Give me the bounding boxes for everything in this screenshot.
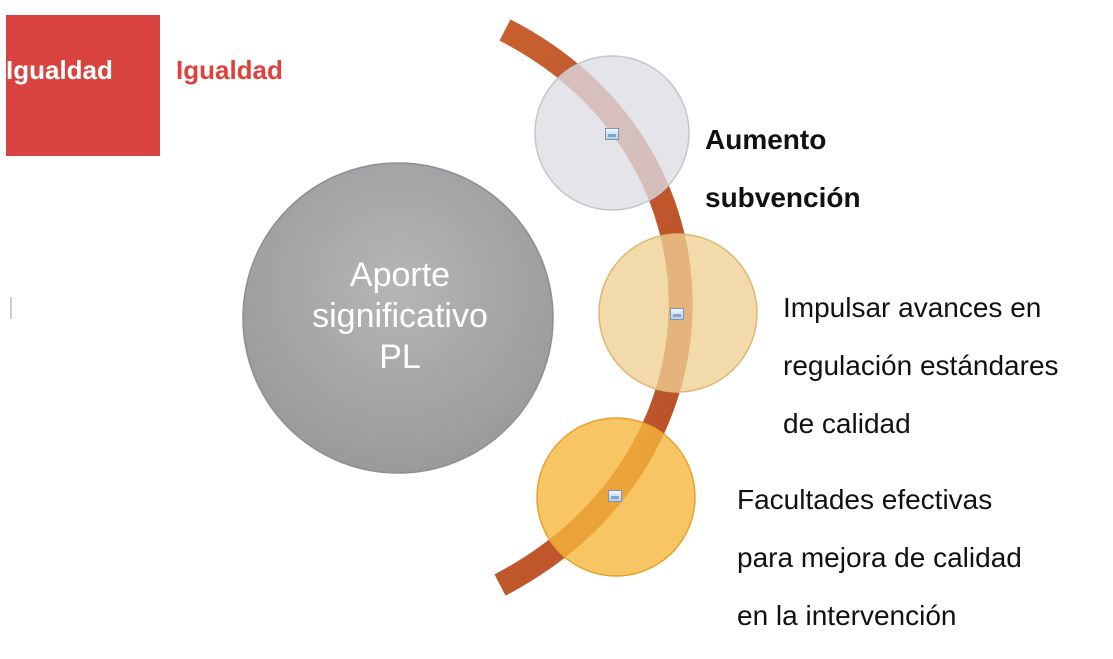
logo-text-white: Igualdad <box>6 55 113 85</box>
logo-text-red: Igualdad <box>176 55 283 85</box>
item-label-3: Facultades efectivas para mejora de cali… <box>737 456 1022 659</box>
item-label-line: para mejora de calidad <box>737 542 1022 573</box>
item-label-line: en la intervención <box>737 600 957 631</box>
item-label-line: Facultades efectivas <box>737 484 993 515</box>
logo-block <box>6 15 160 156</box>
edge-divider <box>10 297 12 319</box>
item-label-line: Aumento <box>705 124 827 155</box>
item-label-2: Impulsar avances en regulación estándare… <box>783 264 1059 467</box>
image-placeholder-icon <box>605 128 619 140</box>
center-label-line: Aporte <box>349 256 451 294</box>
item-label-line: de calidad <box>783 408 911 439</box>
center-label-line: PL <box>379 338 421 376</box>
item-label-line: Impulsar avances en <box>783 292 1042 323</box>
center-circle <box>242 162 554 474</box>
image-placeholder-icon <box>670 308 684 320</box>
item-label-1: Aumento subvención <box>705 96 861 241</box>
item-label-line: regulación estándares <box>783 350 1059 381</box>
center-label: Aporte significativo PL <box>260 255 540 378</box>
image-placeholder-icon <box>608 490 622 502</box>
item-label-line: subvención <box>705 182 861 213</box>
center-label-line: significativo <box>312 297 488 335</box>
logo-edge <box>0 40 6 100</box>
